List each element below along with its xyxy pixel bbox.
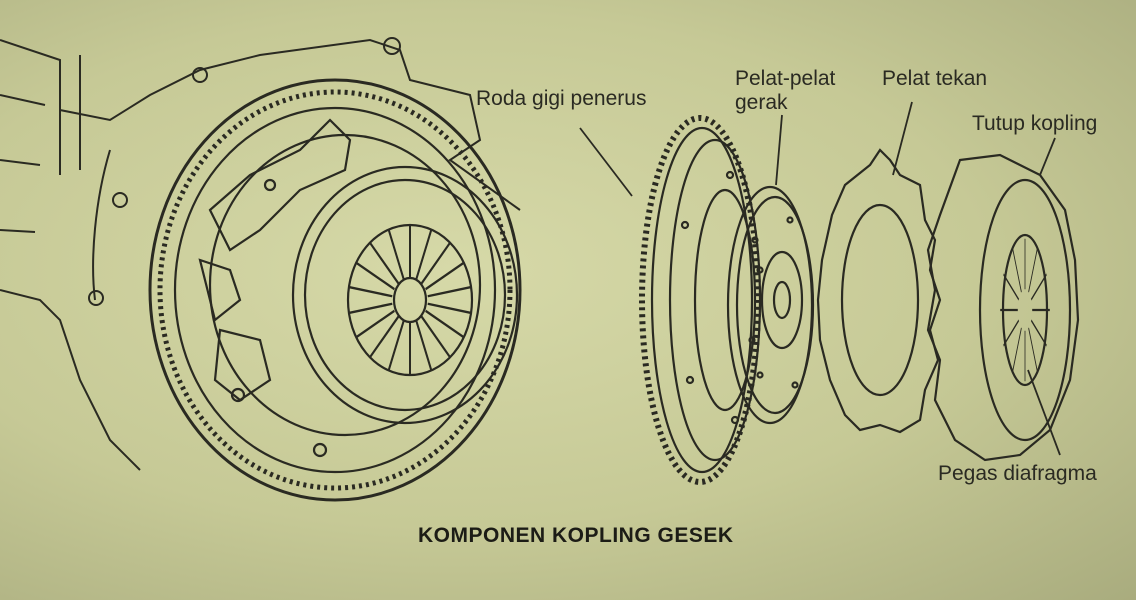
diagram-title: KOMPONEN KOPLING GESEK [418,524,734,547]
pressure-plate [816,148,942,434]
leader-lines [579,101,1061,456]
label-clutch-disc-line2: gerak [735,91,788,114]
label-flywheel: Roda gigi penerus [476,87,647,110]
assembled-clutch [148,78,522,502]
label-clutch-disc-line1: Pelat-pelat [735,67,836,90]
label-pressure-plate: Pelat tekan [882,67,988,90]
clutch-disc [726,185,815,425]
flywheel [639,115,762,485]
label-diaphragm-spring: Pegas diafragma [938,462,1097,485]
clutch-cover [926,153,1080,462]
label-clutch-cover: Tutup kopling [972,112,1098,135]
engine-housing-outline [0,37,521,471]
